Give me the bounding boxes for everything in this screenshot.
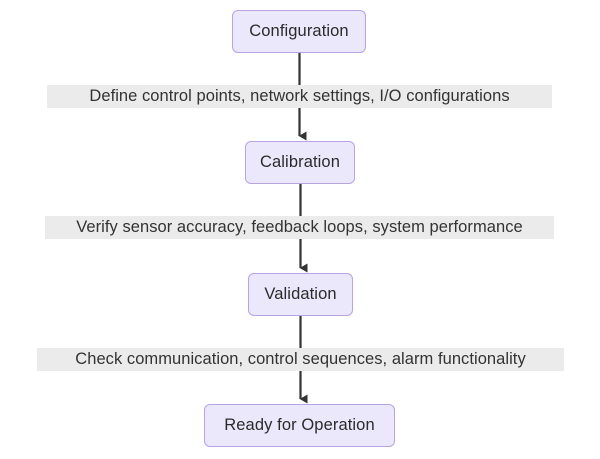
edge-label-validation-ready: Check communication, control sequences, … — [37, 348, 564, 371]
edge-label-2-text: Verify sensor accuracy, feedback loops, … — [76, 218, 523, 236]
node-calibration-label: Calibration — [260, 153, 340, 172]
edge-label-configuration-calibration: Define control points, network settings,… — [47, 85, 552, 108]
node-ready-for-operation[interactable]: Ready for Operation — [204, 404, 395, 447]
node-validation[interactable]: Validation — [248, 273, 353, 316]
node-configuration[interactable]: Configuration — [232, 10, 366, 53]
node-calibration[interactable]: Calibration — [245, 141, 355, 184]
node-validation-label: Validation — [264, 285, 337, 304]
edge-label-3-text: Check communication, control sequences, … — [75, 350, 526, 368]
node-ready-for-operation-label: Ready for Operation — [224, 416, 375, 435]
node-configuration-label: Configuration — [249, 22, 349, 41]
edge-label-calibration-validation: Verify sensor accuracy, feedback loops, … — [45, 216, 554, 239]
edge-label-1-text: Define control points, network settings,… — [89, 87, 510, 105]
